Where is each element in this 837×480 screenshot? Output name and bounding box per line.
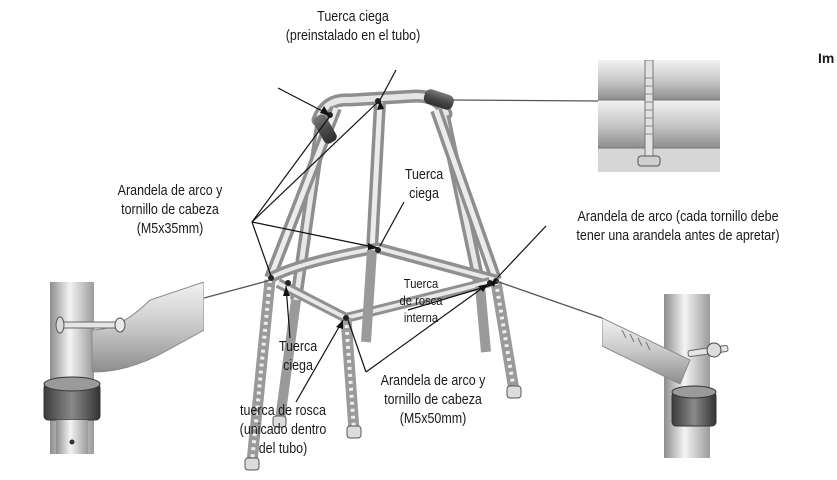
label-line: de rosca	[399, 293, 443, 308]
label-line: tener una arandela antes de apretar)	[576, 228, 780, 244]
label-line: del tubo)	[258, 441, 308, 457]
label-line: (preinstalado en el tubo)	[285, 28, 421, 44]
label-line: tornillo de cabeza	[121, 202, 219, 218]
label-arandela-m5x35: Arandela de arco y tornillo de cabeza (M…	[94, 182, 245, 239]
label-line: Arandela de arco y	[117, 183, 223, 199]
label-line: tornillo de cabeza	[384, 392, 482, 408]
label-line: ciega	[409, 186, 439, 202]
label-line: Arandela de arco (cada tornillo debe	[577, 209, 779, 225]
inset-top-right	[598, 60, 720, 172]
label-line: Arandela de arco y	[380, 373, 486, 389]
label-line: tuerca de rosca	[240, 403, 326, 419]
label-line: (M5x50mm)	[399, 411, 467, 427]
label-tuerca-rosca-interna: Tuerca de rosca interna	[386, 275, 457, 326]
callout-arrowheads	[283, 100, 497, 329]
label-line: Tuerca	[404, 167, 444, 183]
label-line: ciega	[283, 358, 313, 374]
cut-off-edge-text: Im	[818, 50, 835, 66]
label-arandela-right: Arandela de arco (cada tornillo debe ten…	[552, 208, 803, 246]
label-tuerca-ciega-center: Tuerca ciega	[388, 166, 460, 204]
label-tuerca-ciega-top: Tuerca ciega (preinstalado en el tubo)	[263, 8, 444, 46]
label-line: Tuerca ciega	[317, 9, 389, 25]
label-tuerca-ciega-bottom: Tuerca ciega	[262, 338, 334, 376]
label-arandela-m5x50: Arandela de arco y tornillo de cabeza (M…	[356, 372, 509, 429]
inset-bottom-right	[602, 294, 744, 458]
label-tuerca-rosca-bottom: tuerca de rosca (unicado dentro del tubo…	[220, 402, 346, 459]
inset-bottom-left	[36, 282, 204, 454]
label-line: Tuerca	[403, 276, 439, 291]
inset-connectors	[203, 99, 603, 319]
label-line: (M5x35mm)	[136, 221, 204, 237]
label-line: interna	[403, 310, 439, 325]
label-line: (unicado dentro	[239, 422, 327, 438]
label-line: Tuerca	[278, 339, 318, 355]
